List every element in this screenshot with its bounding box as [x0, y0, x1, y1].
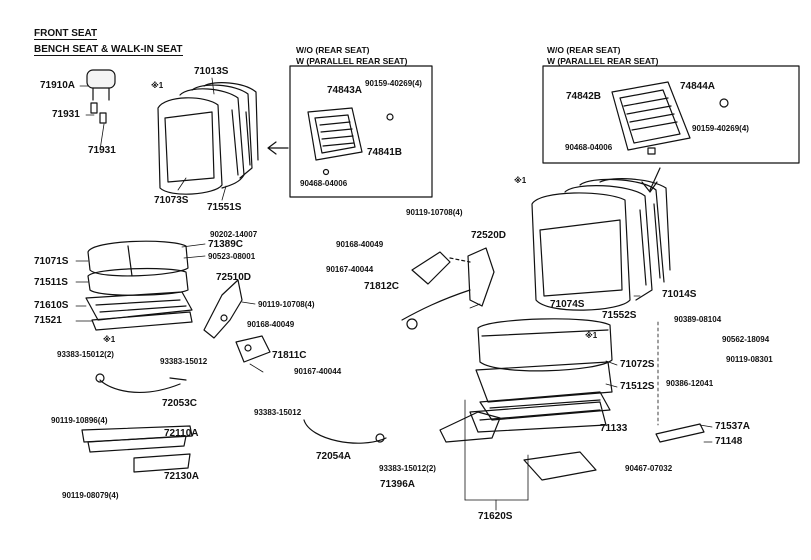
part-label-90167-a: 90167-40044 — [294, 367, 342, 376]
header-front-seat: FRONT SEAT — [34, 28, 98, 40]
part-label-93383-c: 93383-15012 — [254, 408, 302, 417]
part-label-71396a: 71396A — [380, 479, 416, 490]
part-label-90467: 90467-07032 — [625, 464, 673, 473]
part-label-93383-d: 93383-15012(2) — [379, 464, 436, 473]
part-label-71910a: 71910A — [40, 80, 76, 91]
part-label-74841b: 74841B — [367, 147, 403, 158]
arrow-left — [267, 141, 289, 155]
part-label-72110a: 72110A — [164, 428, 199, 439]
rails-drawing — [81, 411, 705, 481]
part-label-90468-right: 90468-04006 — [565, 143, 613, 152]
front-seatback-drawing — [157, 82, 259, 195]
arrow-down — [641, 167, 661, 193]
rear-cushion-drawing — [469, 318, 613, 433]
part-label-71014s: 71014S — [662, 289, 697, 300]
part-label-71073s: 71073S — [154, 195, 189, 206]
part-label-90159-right: 90159-40269(4) — [692, 124, 749, 133]
recliner-left-drawing — [203, 279, 271, 363]
part-label-90168-a: 90168-40049 — [247, 320, 295, 329]
part-label-90386: 90386-12041 — [666, 379, 714, 388]
part-label-71389c: 71389C — [208, 239, 244, 250]
part-label-90168-b: 90168-40049 — [336, 240, 384, 249]
front-cushion-drawing — [85, 240, 193, 331]
inset-left-frame — [307, 107, 394, 176]
headrest-drawing — [86, 69, 116, 124]
part-label-93383-b: 93383-15012 — [160, 357, 208, 366]
right-box-caption-2: W (PARALLEL REAR SEAT) — [547, 56, 659, 66]
part-label-72510d: 72510D — [216, 272, 252, 283]
part-label-90119-c: 90119-08301 — [726, 355, 773, 364]
note-mark: ※1 — [151, 81, 164, 90]
note-mark: ※1 — [585, 331, 598, 340]
part-label-90159-left: 90159-40269(4) — [365, 79, 422, 88]
part-label-72053c: 72053C — [162, 398, 198, 409]
left-box-caption-1: W/O (REAR SEAT) — [296, 45, 370, 55]
part-label-71552s: 71552S — [602, 310, 637, 321]
inset-right-frame — [611, 81, 729, 155]
part-label-71072s: 71072S — [620, 359, 655, 370]
part-label-72054a: 72054A — [316, 451, 352, 462]
part-label-71610s: 71610S — [34, 300, 69, 311]
recliner-center-drawing — [401, 247, 495, 330]
part-label-90202: 90202-14007 — [210, 230, 258, 239]
part-label-90389: 90389-08104 — [674, 315, 722, 324]
part-label-71812c: 71812C — [364, 281, 400, 292]
right-box-caption-1: W/O (REAR SEAT) — [547, 45, 621, 55]
part-label-90119-e: 90119-08079(4) — [62, 491, 119, 500]
part-label-71521: 71521 — [34, 315, 62, 326]
part-label-71931: 71931 — [88, 145, 116, 156]
part-label-71551s: 71551S — [207, 202, 242, 213]
header-bench-seat: BENCH SEAT & WALK-IN SEAT — [34, 44, 183, 56]
part-label-71811c: 71811C — [272, 350, 307, 361]
part-label-71074s: 71074S — [550, 299, 585, 310]
note-mark: ※1 — [514, 176, 527, 185]
part-label-71512s: 71512S — [620, 381, 655, 392]
part-label-72130a: 72130A — [164, 471, 200, 482]
part-label-71148: 71148 — [715, 436, 743, 447]
part-label-71620s: 71620S — [478, 511, 513, 522]
rear-seatback-drawing — [531, 178, 671, 311]
part-label-71511s: 71511S — [34, 277, 68, 288]
part-label-90468-left: 90468-04006 — [300, 179, 348, 188]
part-label-74843a: 74843A — [327, 85, 363, 96]
part-label-71931: 71931 — [52, 109, 80, 120]
inset-box-left — [289, 65, 433, 198]
part-label-74844a: 74844A — [680, 81, 716, 92]
part-label-90167-b: 90167-40044 — [326, 265, 374, 274]
part-label-74842b: 74842B — [566, 91, 602, 102]
inset-box-right — [542, 65, 800, 164]
part-label-72520d: 72520D — [471, 230, 507, 241]
part-label-71537a: 71537A — [715, 421, 751, 432]
left-box-caption-2: W (PARALLEL REAR SEAT) — [296, 56, 408, 66]
part-label-71133: 71133 — [600, 423, 628, 434]
part-label-90523: 90523-08001 — [208, 252, 256, 261]
part-label-90562: 90562-18094 — [722, 335, 770, 344]
note-mark: ※1 — [103, 335, 116, 344]
part-label-71013s: 71013S — [194, 66, 229, 77]
part-label-93383-a: 93383-15012(2) — [57, 350, 114, 359]
part-label-90119-a: 90119-10708(4) — [258, 300, 315, 309]
cables-drawing — [95, 373, 387, 444]
part-label-71071s: 71071S — [34, 256, 69, 267]
part-label-90119-b: 90119-10708(4) — [406, 208, 463, 217]
part-label-90119-d: 90119-10896(4) — [51, 416, 108, 425]
